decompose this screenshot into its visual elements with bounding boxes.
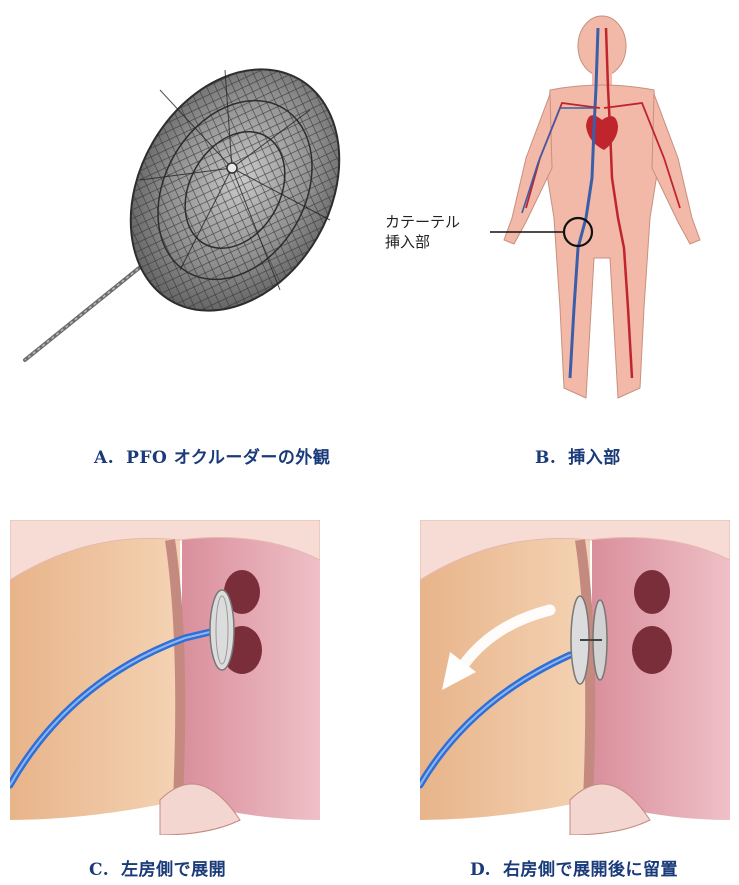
caption-d-letter: D. (470, 860, 491, 880)
caption-c: C. 左房側で展開 (89, 855, 226, 880)
panel-c-left-deploy (10, 520, 320, 835)
caption-d-text: 右房側で展開後に留置 (503, 860, 678, 880)
caption-c-text: 左房側で展開 (121, 860, 226, 880)
callout-line-1: カテーテル (385, 212, 460, 232)
occluder-disc (210, 590, 234, 670)
panel-b-body (490, 8, 720, 418)
panel-a-device (10, 20, 350, 380)
panel-d-right-deploy (420, 520, 730, 835)
caption-c-letter: C. (89, 860, 109, 880)
occluder-device-illustration (10, 20, 350, 380)
body-illustration (490, 8, 720, 418)
catheter-insertion-callout: カテーテル 挿入部 (385, 212, 460, 252)
caption-a-letter: A. (94, 448, 114, 468)
left-atrium-illustration (10, 520, 320, 835)
caption-b-text: 挿入部 (568, 448, 621, 468)
right-atrium-illustration (420, 520, 730, 835)
caption-a: A. PFO オクルーダーの外観 (94, 443, 330, 468)
caption-d: D. 右房側で展開後に留置 (470, 855, 678, 880)
caption-b-letter: B. (535, 448, 556, 468)
caption-b: B. 挿入部 (535, 443, 621, 468)
callout-line-2: 挿入部 (385, 232, 460, 252)
caption-a-text: PFO オクルーダーの外観 (126, 448, 330, 468)
